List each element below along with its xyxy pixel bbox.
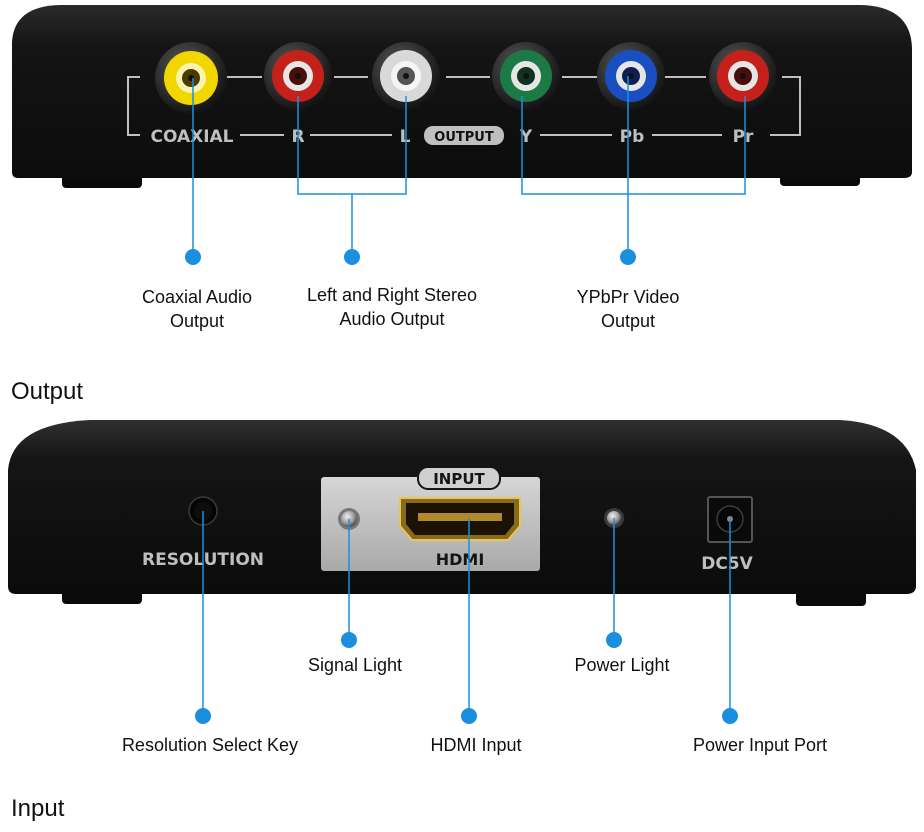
ypbpr-callout-bracket — [521, 96, 746, 195]
ypbpr-callout-line1: YPbPr Video — [576, 287, 680, 307]
dc5v-panel-label: DC5V — [701, 554, 753, 574]
audio-right-jack[interactable] — [264, 42, 332, 110]
pr-panel-label: Pr — [733, 127, 754, 147]
output-panel-badge — [424, 126, 504, 145]
input-callouts — [202, 511, 731, 716]
resolution-callout-dot — [195, 708, 211, 724]
power-light-callout: Power Light — [574, 655, 670, 675]
input-section-title: Input — [11, 795, 65, 822]
pb-panel-label: Pb — [620, 127, 645, 147]
signal-light-callout: Signal Light — [307, 655, 403, 675]
audio-left-jack[interactable] — [372, 42, 440, 110]
output-device: COAXIAL R L OUTPUT Y Pb Pr — [12, 5, 912, 188]
hdmi-input-callout: HDMI Input — [430, 735, 522, 755]
signal-callout-dot — [341, 632, 357, 648]
hdmi-input-port[interactable] — [399, 497, 521, 541]
output-panel-label: OUTPUT — [434, 130, 494, 145]
power-port-callout-dot — [722, 708, 738, 724]
power-input-callout: Power Input Port — [692, 735, 828, 755]
input-panel-label: INPUT — [433, 470, 485, 488]
resolution-select-callout: Resolution Select Key — [121, 735, 299, 755]
output-device-body — [12, 5, 912, 178]
input-panel-badge — [417, 466, 501, 490]
coaxial-audio-callout: Coaxial Audio Output — [117, 285, 277, 333]
power-light-callout-dot — [606, 632, 622, 648]
video-pb-jack[interactable] — [597, 42, 665, 110]
output-section-title: Output — [11, 378, 84, 405]
coaxial-callout-line1: Coaxial Audio — [141, 287, 253, 307]
frame-right — [770, 76, 801, 136]
ypbpr-callout-dot — [620, 249, 636, 265]
ypbpr-callout-line2: Output — [600, 311, 656, 331]
y-panel-label: Y — [519, 127, 533, 147]
input-device: RESOLUTION INPUT HDMI — [8, 420, 916, 606]
coaxial-panel-label: COAXIAL — [150, 127, 233, 147]
coaxial-callout-dot — [185, 249, 201, 265]
ypbpr-video-callout: YPbPr Video Output — [558, 285, 698, 333]
video-y-jack[interactable] — [492, 42, 560, 110]
hdmi-panel-label: HDMI — [436, 550, 485, 569]
stereo-callout-dot — [344, 249, 360, 265]
output-callouts — [192, 76, 746, 256]
stereo-callout-line2: Audio Output — [339, 309, 445, 329]
frame-left — [127, 76, 140, 136]
stereo-audio-callout: Left and Right Stereo Audio Output — [286, 283, 498, 331]
stereo-callout-line1: Left and Right Stereo — [306, 285, 478, 305]
coaxial-jack[interactable] — [155, 42, 227, 114]
hdmi-callout-dot — [461, 708, 477, 724]
video-pr-jack[interactable] — [709, 42, 777, 110]
coaxial-callout-line2: Output — [169, 311, 225, 331]
l-panel-label: L — [400, 127, 411, 147]
